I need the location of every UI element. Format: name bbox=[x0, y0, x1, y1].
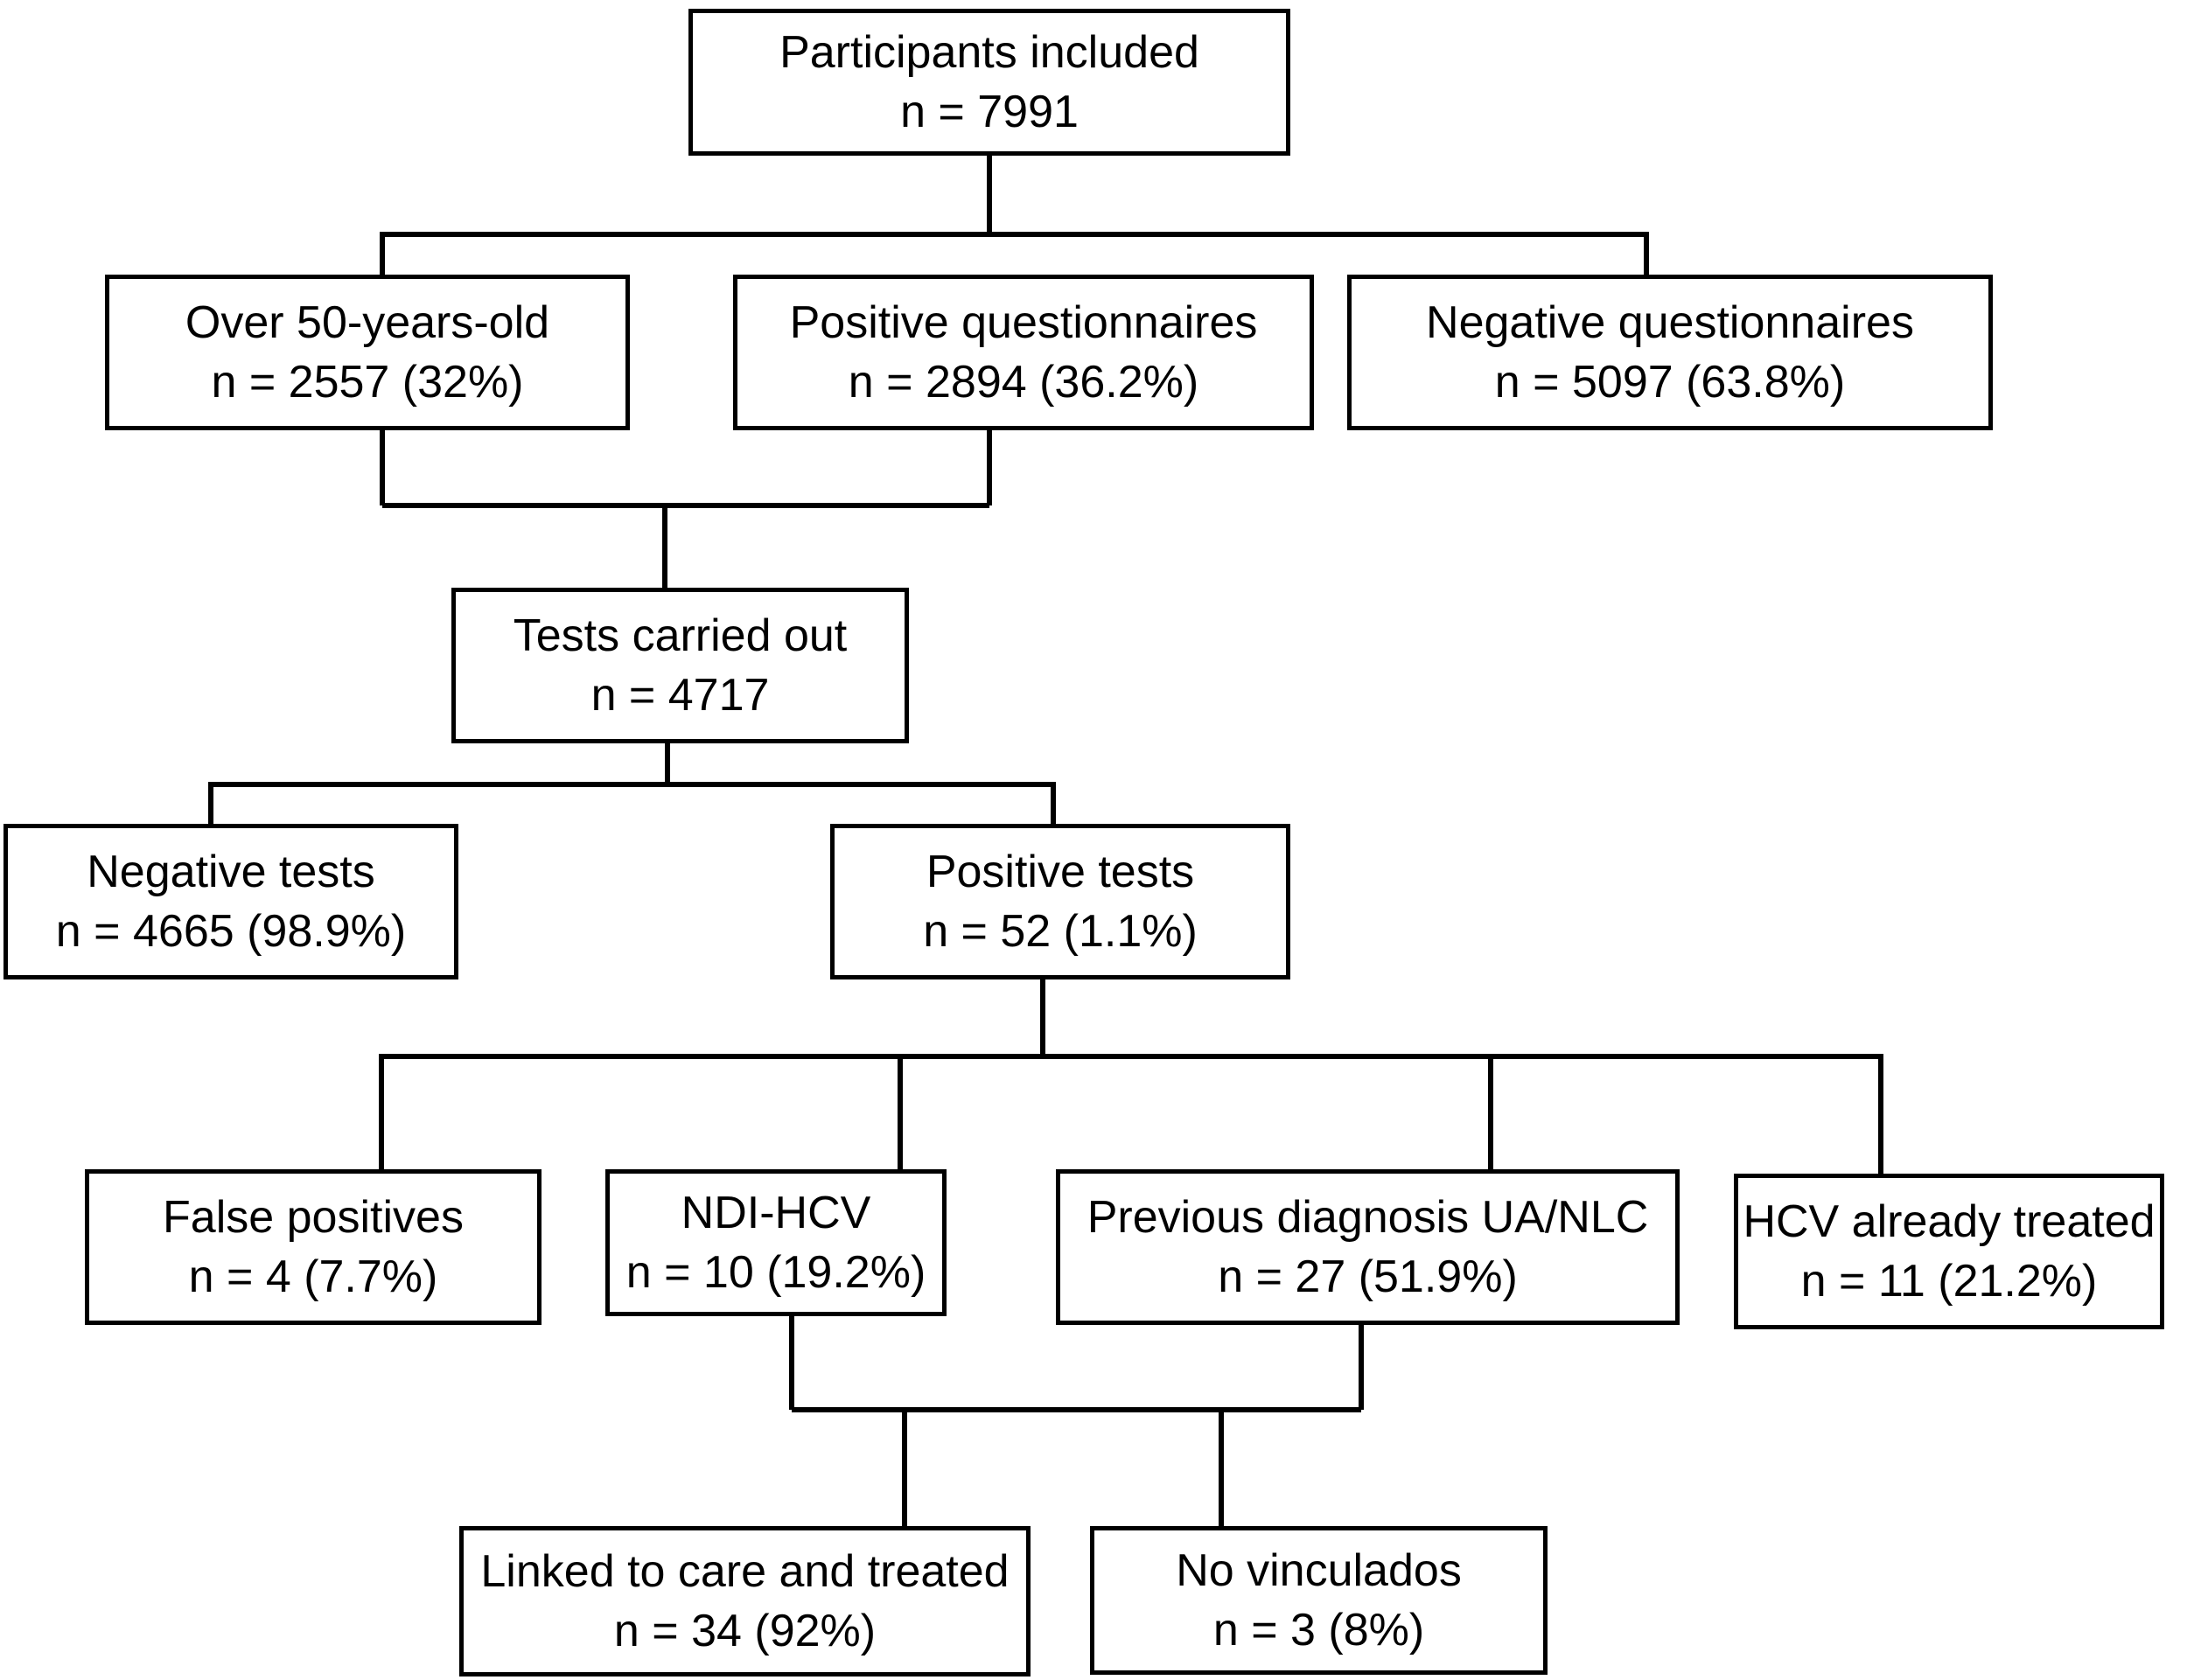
node-count: n = 2894 (36.2%) bbox=[848, 357, 1199, 408]
node-label: Linked to care and treated bbox=[480, 1546, 1010, 1597]
node-count: n = 11 (21.2%) bbox=[1800, 1256, 2098, 1307]
node-linked-to-care-and-treated: Linked to care and treated n = 34 (92%) bbox=[459, 1526, 1031, 1677]
node-previous-diagnosis-ua-nlc: Previous diagnosis UA/NLC n = 27 (51.9%) bbox=[1056, 1169, 1680, 1325]
connector-row2-to-tests bbox=[380, 430, 992, 588]
node-count: n = 3 (8%) bbox=[1212, 1605, 1425, 1656]
node-label: Negative tests bbox=[87, 847, 375, 897]
node-count: n = 52 (1.1%) bbox=[923, 906, 1198, 957]
node-count: n = 4717 bbox=[590, 670, 770, 721]
connector-positive-tests-to-row4 bbox=[379, 979, 1883, 1174]
node-hcv-already-treated: HCV already treated n = 11 (21.2%) bbox=[1734, 1174, 2164, 1329]
node-participants-included: Participants included n = 7991 bbox=[688, 9, 1290, 156]
node-count: n = 27 (51.9%) bbox=[1218, 1251, 1518, 1302]
node-label: Negative questionnaires bbox=[1426, 297, 1914, 348]
node-ndi-hcv: NDI-HCV n = 10 (19.2%) bbox=[605, 1169, 947, 1316]
node-label: Over 50-years-old bbox=[185, 297, 550, 348]
node-label: Previous diagnosis UA/NLC bbox=[1087, 1192, 1649, 1243]
connector-row4-to-bottom bbox=[789, 1316, 1364, 1526]
node-label: Participants included bbox=[779, 27, 1199, 78]
node-negative-tests: Negative tests n = 4665 (98.9%) bbox=[3, 824, 458, 979]
node-label: No vinculados bbox=[1176, 1545, 1462, 1596]
node-count: n = 4 (7.7%) bbox=[188, 1251, 438, 1302]
connector-participants-to-row2 bbox=[380, 156, 1649, 275]
node-tests-carried-out: Tests carried out n = 4717 bbox=[451, 588, 909, 743]
node-label: Positive questionnaires bbox=[789, 297, 1258, 348]
node-positive-questionnaires: Positive questionnaires n = 2894 (36.2%) bbox=[733, 275, 1314, 430]
node-count: n = 10 (19.2%) bbox=[625, 1247, 926, 1298]
node-false-positives: False positives n = 4 (7.7%) bbox=[85, 1169, 542, 1325]
node-positive-tests: Positive tests n = 52 (1.1%) bbox=[830, 824, 1290, 979]
node-count: n = 4665 (98.9%) bbox=[55, 906, 407, 957]
node-label: NDI-HCV bbox=[681, 1188, 871, 1238]
node-label: Tests carried out bbox=[513, 610, 848, 661]
connector-tests-to-row3 bbox=[208, 743, 1056, 824]
node-label: False positives bbox=[163, 1192, 464, 1243]
node-count: n = 34 (92%) bbox=[613, 1606, 877, 1656]
node-label: Positive tests bbox=[926, 847, 1195, 897]
node-no-vinculados: No vinculados n = 3 (8%) bbox=[1090, 1526, 1548, 1675]
node-count: n = 7991 bbox=[900, 87, 1079, 137]
node-label: HCV already treated bbox=[1743, 1196, 2156, 1247]
node-count: n = 2557 (32%) bbox=[211, 357, 524, 408]
node-over-50-years-old: Over 50-years-old n = 2557 (32%) bbox=[105, 275, 630, 430]
node-count: n = 5097 (63.8%) bbox=[1494, 357, 1846, 408]
node-negative-questionnaires: Negative questionnaires n = 5097 (63.8%) bbox=[1347, 275, 1993, 430]
